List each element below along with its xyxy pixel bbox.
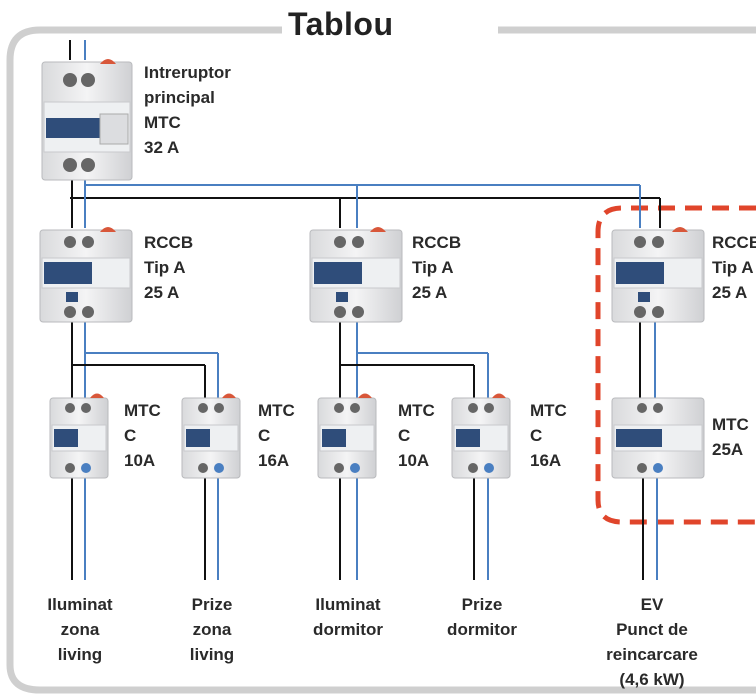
label-line: living	[57, 645, 103, 664]
label-line: Tip A	[712, 258, 754, 277]
label-line: principal	[144, 88, 215, 107]
label-line: MTC	[124, 401, 161, 420]
bus-wires	[69, 40, 661, 580]
label-line: 25 A	[712, 283, 748, 302]
label-line: Tip A	[412, 258, 454, 277]
label-line: 25A	[712, 440, 744, 459]
mcb-2-device	[181, 393, 241, 479]
label-line: living	[189, 645, 235, 664]
mcb-1-label: MTC C 10A	[124, 398, 161, 473]
mcb-3-device	[317, 393, 377, 479]
label-line: MTC	[530, 401, 567, 420]
rccb-middle-label: RCCB Tip A 25 A	[412, 230, 461, 305]
rccb-left-label: RCCB Tip A 25 A	[144, 230, 193, 305]
label-line: dormitor	[447, 620, 517, 639]
label-line: RCCB	[412, 233, 462, 252]
label-line: 16A	[530, 451, 562, 470]
label-line: dormitor	[313, 620, 383, 639]
label-line: C	[124, 426, 137, 445]
mcb-ev-label: MTC 25A	[712, 412, 749, 462]
mcb-ev-device	[611, 397, 705, 479]
label-line: 16A	[258, 451, 290, 470]
label-line: EV	[640, 595, 664, 614]
label-line: MTC	[712, 415, 749, 434]
ev-highlight-box	[595, 205, 756, 525]
rccb-left-device	[39, 227, 133, 323]
panel-frame	[6, 26, 756, 694]
panel-title: Tablou	[288, 6, 394, 42]
label-line: zona	[60, 620, 100, 639]
label-line: 25 A	[412, 283, 448, 302]
label-line: 10A	[398, 451, 430, 470]
label-line: RCCB	[144, 233, 194, 252]
mcb-1-device	[49, 393, 109, 479]
mcb-2-label: MTC C 16A	[258, 398, 295, 473]
label-line: MTC	[258, 401, 295, 420]
label-line: Iluminat	[315, 595, 381, 614]
mcb-3-label: MTC C 10A	[398, 398, 435, 473]
label-line: 32 A	[144, 138, 180, 157]
label-line: 10A	[124, 451, 156, 470]
label-line: Tip A	[144, 258, 186, 277]
circuit-label-ev-charging: EV Punct de reincarcare (4,6 kW)	[606, 592, 698, 692]
label-line: MTC	[398, 401, 435, 420]
label-line: C	[258, 426, 271, 445]
label-line: RCCB	[712, 233, 756, 252]
label-line: Iluminat	[47, 595, 113, 614]
rccb-ev-device	[611, 227, 705, 323]
label-line: reincarcare	[606, 645, 698, 664]
circuit-label-lighting-living: Iluminat zona living	[47, 592, 112, 667]
main-breaker-device	[41, 59, 133, 181]
circuit-label-sockets-living: Prize zona living	[190, 592, 234, 667]
label-line: C	[530, 426, 543, 445]
label-line: 25 A	[144, 283, 180, 302]
rccb-ev-label: RCCB Tip A 25 A	[712, 230, 756, 305]
label-line: Prize	[191, 595, 233, 614]
label-line: zona	[192, 620, 232, 639]
label-line: C	[398, 426, 411, 445]
label-line: MTC	[144, 113, 181, 132]
label-line: Intreruptor	[144, 63, 231, 82]
label-line: Prize	[461, 595, 503, 614]
rccb-middle-device	[309, 227, 403, 323]
mcb-4-device	[451, 393, 511, 479]
circuit-label-lighting-bedroom: Iluminat dormitor	[313, 592, 383, 642]
label-line: (4,6 kW)	[619, 670, 685, 689]
label-line: Punct de	[616, 620, 688, 639]
circuit-label-sockets-bedroom: Prize dormitor	[447, 592, 517, 642]
mcb-4-label: MTC C 16A	[530, 398, 567, 473]
